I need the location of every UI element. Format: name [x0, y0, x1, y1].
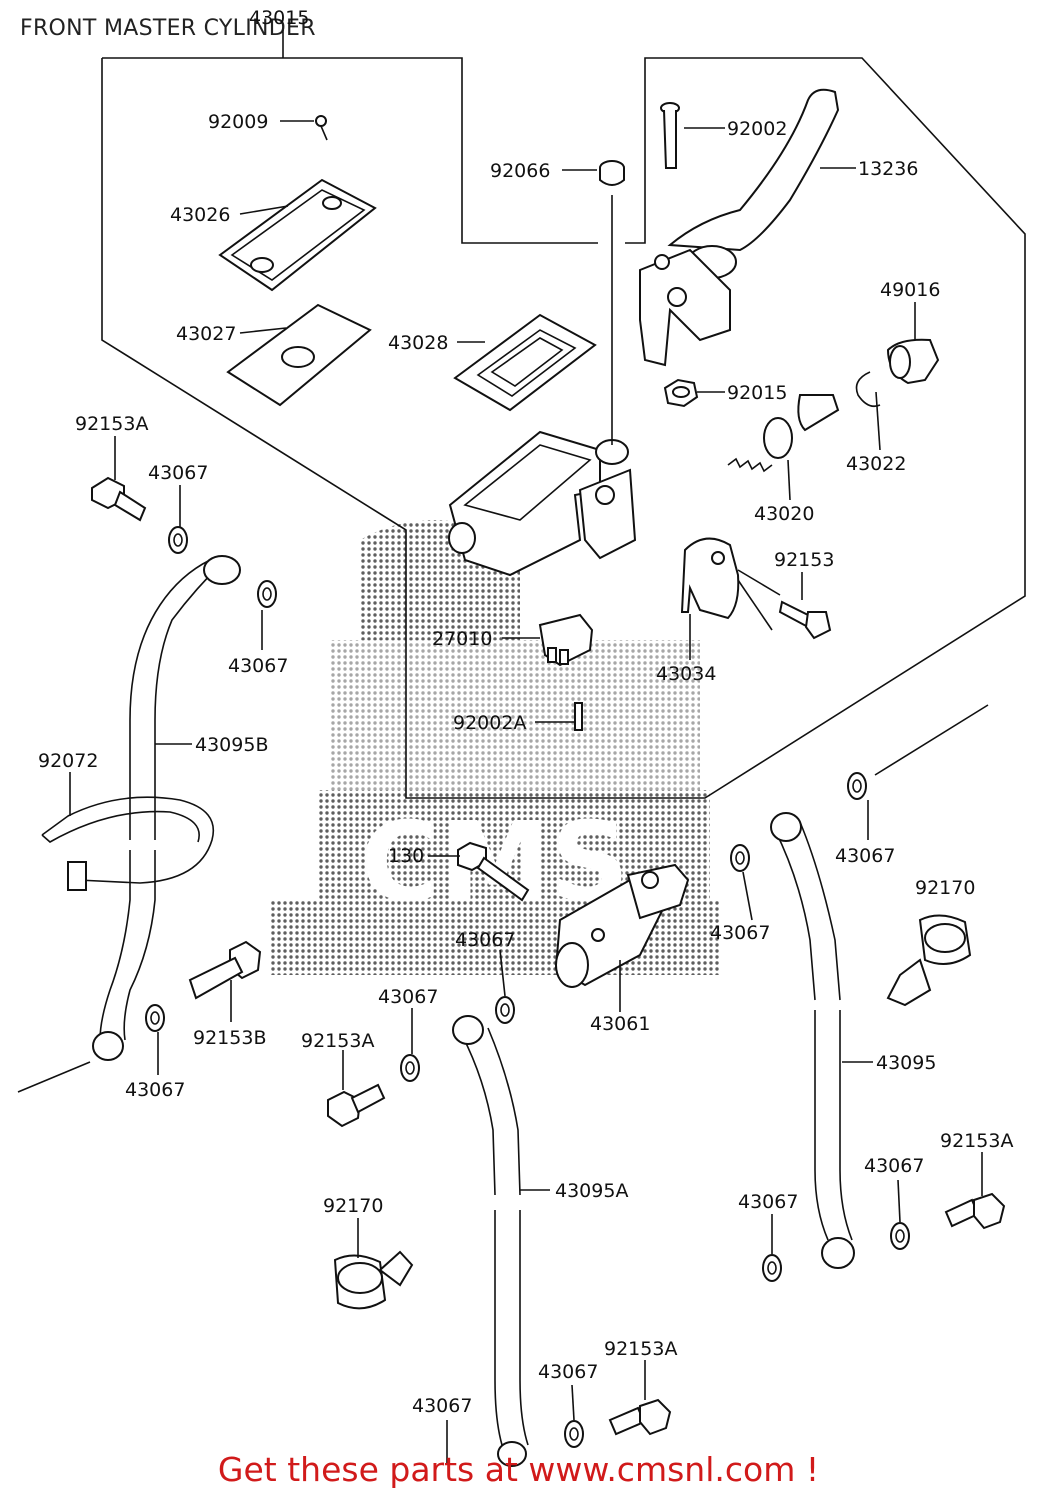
screw-92002A-part	[574, 702, 583, 731]
label-49016: 49016	[880, 279, 940, 301]
label-92015: 92015	[727, 382, 787, 404]
brake-lever-part	[639, 88, 840, 367]
watermark-text: CMS	[360, 798, 629, 926]
label-43067-1: 43067	[148, 462, 208, 484]
label-43095A: 43095A	[555, 1180, 628, 1202]
label-43067-4: 43067	[710, 922, 770, 944]
label-92153A-2: 92153A	[301, 1030, 374, 1052]
label-92170-1: 92170	[915, 877, 975, 899]
label-92153A-3: 92153A	[940, 1130, 1013, 1152]
hose-clamps-part	[333, 914, 972, 1310]
brake-hoses-part	[92, 555, 855, 1467]
label-43067-9: 43067	[738, 1191, 798, 1213]
label-130: 130	[388, 845, 424, 867]
boot-49016-part	[886, 338, 940, 385]
bolt-92153-part	[778, 600, 832, 640]
label-43067-8: 43067	[864, 1155, 924, 1177]
label-43027: 43027	[176, 323, 236, 345]
label-92066: 92066	[490, 160, 550, 182]
label-43067-7: 43067	[125, 1079, 185, 1101]
label-43067-11: 43067	[412, 1395, 472, 1417]
cylinder-43061-part	[554, 863, 690, 988]
bolt-130-part	[457, 841, 530, 902]
clamp-43034-part	[680, 537, 781, 631]
label-43061: 43061	[590, 1013, 650, 1035]
label-92170-2: 92170	[323, 1195, 383, 1217]
washers-43067-part	[145, 526, 910, 1448]
reservoir-cap-part	[218, 178, 377, 292]
piston-43020-part	[727, 394, 840, 473]
promo-banner[interactable]: Get these parts at www.cmsnl.com !	[217, 1450, 820, 1489]
label-43067-2: 43067	[228, 655, 288, 677]
screw-92009-part	[315, 115, 328, 141]
label-92153A-1: 92153A	[75, 413, 148, 435]
label-43026: 43026	[170, 204, 230, 226]
pin-92002-part	[660, 102, 680, 169]
master-cylinder-body-part	[448, 430, 637, 577]
label-92072: 92072	[38, 750, 98, 772]
diaphragm-part	[453, 313, 597, 412]
label-13236: 13236	[858, 158, 918, 180]
label-43067-3: 43067	[835, 845, 895, 867]
label-43067-6: 43067	[378, 986, 438, 1008]
banjo-bolts-part	[91, 476, 1006, 1436]
label-92009: 92009	[208, 111, 268, 133]
nut-92015-part	[663, 378, 699, 408]
label-92153: 92153	[774, 549, 834, 571]
label-43022: 43022	[846, 453, 906, 475]
label-43020: 43020	[754, 503, 814, 525]
label-43034: 43034	[656, 663, 716, 685]
page-title: FRONT MASTER CYLINDER	[20, 16, 316, 41]
label-92002: 92002	[727, 118, 787, 140]
label-43015: 43015	[249, 7, 309, 29]
switch-27010-part	[538, 613, 594, 667]
assembly-outline-43015	[101, 30, 1026, 799]
label-43028: 43028	[388, 332, 448, 354]
label-43095B: 43095B	[195, 734, 268, 756]
label-43067-10: 43067	[538, 1361, 598, 1383]
watermark-logo: CMS	[270, 520, 720, 975]
diaphragm-plate-part	[226, 303, 372, 407]
cap-92066-part	[599, 160, 625, 186]
label-27010: 27010	[432, 628, 492, 650]
label-92002A: 92002A	[453, 712, 526, 734]
label-43067-5: 43067	[455, 929, 515, 951]
circlip-43022-part	[855, 371, 881, 408]
label-43095: 43095	[876, 1052, 936, 1074]
label-92153A-4: 92153A	[604, 1338, 677, 1360]
label-92153B: 92153B	[193, 1027, 266, 1049]
leader-lines	[17, 120, 989, 1465]
cable-tie-92072-part	[41, 796, 214, 891]
part-labels: 43015 92009 43026 43027 43028 92066 9200…	[38, 7, 1013, 1417]
